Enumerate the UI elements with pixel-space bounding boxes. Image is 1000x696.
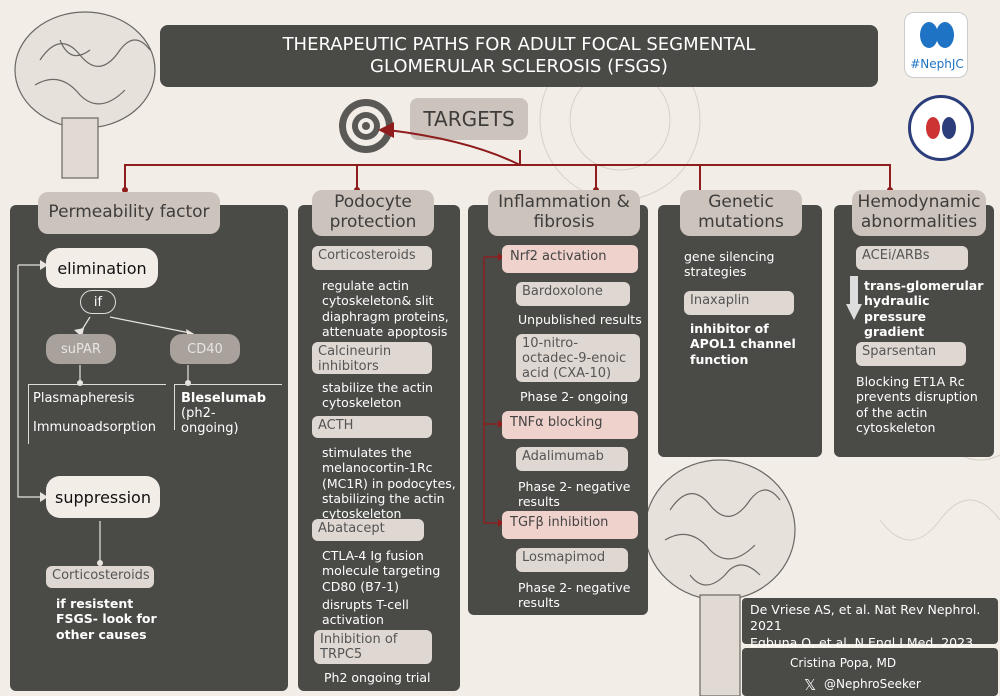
inflammation-lines	[483, 253, 504, 527]
reference-1: De Vriese AS, et al. Nat Rev Nephrol. 20…	[750, 602, 981, 634]
cxa10-tag: 10-nitro-octadec-9-enoic acid (CXA-10)	[516, 334, 640, 382]
x-logo-icon: 𝕏	[804, 676, 817, 694]
cd40-node: CD40	[170, 334, 240, 364]
bleselumab-note: (ph2- ongoing)	[181, 406, 239, 436]
reference-2: Egbuna O, et al. N Engl J Med. 2023	[750, 634, 974, 650]
nephjc-label: #NephJC	[910, 57, 964, 71]
losmapimod-tag: Losmapimod	[516, 548, 628, 572]
permeability-flow-lines	[17, 260, 196, 566]
bardoxolone-desc: Unpublished results	[518, 312, 642, 327]
page-title: THERAPEUTIC PATHS FOR ADULT FOCAL SEGMEN…	[160, 25, 878, 87]
if-node: if	[80, 290, 116, 314]
corticosteroids-desc: regulate actin cytoskeleton& slit diaphr…	[322, 278, 449, 339]
targets-label: TARGETS	[410, 98, 528, 140]
calcineurin-desc: stabilize the actin cytoskeleton	[322, 380, 433, 411]
plasmapheresis-label: Plasmapheresis	[33, 391, 135, 406]
losmapimod-desc: Phase 2- negative results	[518, 580, 631, 611]
inaxaplin-desc: inhibitor of APOL1 channel function	[690, 321, 796, 367]
sparsentan-tag: Sparsentan	[856, 342, 966, 366]
author-handle[interactable]: @NephroSeeker	[824, 677, 921, 691]
resistant-note: if resistent FSGS- look for other causes	[56, 596, 157, 642]
trpc5-tag: Inhibition of TRPC5	[314, 630, 432, 664]
genetic-panel	[658, 205, 822, 457]
corticosteroids-tag-podo: Corticosteroids	[312, 246, 432, 270]
brain-sketch-topleft	[14, 11, 156, 179]
gene-silencing-desc: gene silencing strategies	[684, 249, 775, 280]
adalimumab-tag: Adalimumab	[516, 447, 628, 471]
podocyte-panel	[298, 205, 460, 691]
genetic-header: Genetic mutations	[680, 190, 802, 236]
bardoxolone-tag: Bardoxolone	[516, 282, 630, 306]
brain-sketch-bottom	[644, 459, 796, 696]
bleselumab-box: Bleselumab (ph2- ongoing)	[174, 384, 282, 436]
hemodynamic-header: Hemodynamic abnormalities	[852, 190, 986, 236]
acth-tag: ACTH	[312, 416, 432, 438]
bleselumab-label: Bleselumab	[181, 391, 267, 406]
references-box: De Vriese AS, et al. Nat Rev Nephrol. 20…	[742, 598, 998, 650]
acei-desc: trans-glomerular hydraulic pressure grad…	[864, 278, 984, 339]
target-icon	[339, 99, 393, 153]
down-arrow-icon	[846, 276, 862, 320]
tnf-tag: TNFα blocking	[502, 411, 638, 439]
plasmapheresis-box: Plasmapheresis Immunoadsorption	[28, 384, 166, 444]
cxa10-desc: Phase 2- ongoing	[520, 389, 629, 404]
trpc5-desc: Ph2 ongoing trial	[324, 670, 431, 685]
nrf2-tag: Nrf2 activation	[502, 245, 638, 273]
nephrology-collective-logo	[908, 95, 974, 161]
immunoadsorption-label: Immunoadsorption	[33, 420, 157, 435]
inaxaplin-tag: Inaxaplin	[684, 291, 794, 315]
adalimumab-desc: Phase 2- negative results	[518, 479, 631, 510]
author-name: Cristina Popa, MD	[790, 656, 897, 670]
nephjc-logo: #NephJC	[904, 12, 968, 78]
corticosteroids-tag-perm: Corticosteroids	[46, 566, 154, 588]
permeability-header: Permeability factor	[38, 192, 220, 234]
sparsentan-desc: Blocking ET1A Rc prevents disruption of …	[856, 374, 978, 435]
acei-tag: ACEi/ARBs	[856, 246, 968, 270]
supar-node: suPAR	[46, 334, 116, 364]
podocyte-header: Podocyte protection	[312, 190, 434, 236]
suppression-pill: suppression	[46, 476, 160, 518]
kidney-icon	[920, 22, 954, 48]
acth-desc: stimulates the melanocortin-1Rc (MC1R) i…	[322, 445, 456, 521]
calcineurin-tag: Calcineurin inhibitors	[312, 342, 432, 374]
kidneys-icon	[926, 117, 956, 139]
abatacept-desc-2: disrupts T-cell activation	[322, 597, 409, 628]
author-box: Cristina Popa, MD 𝕏 @NephroSeeker	[742, 648, 998, 696]
inflammation-header: Inflammation & fibrosis	[488, 190, 640, 236]
abatacept-tag: Abatacept	[312, 519, 424, 541]
inflammation-panel	[468, 205, 648, 615]
elimination-pill: elimination	[46, 248, 158, 288]
abatacept-desc-1: CTLA-4 Ig fusion molecule targeting CD80…	[322, 548, 441, 594]
tgf-tag: TGFβ inhibition	[502, 511, 638, 539]
